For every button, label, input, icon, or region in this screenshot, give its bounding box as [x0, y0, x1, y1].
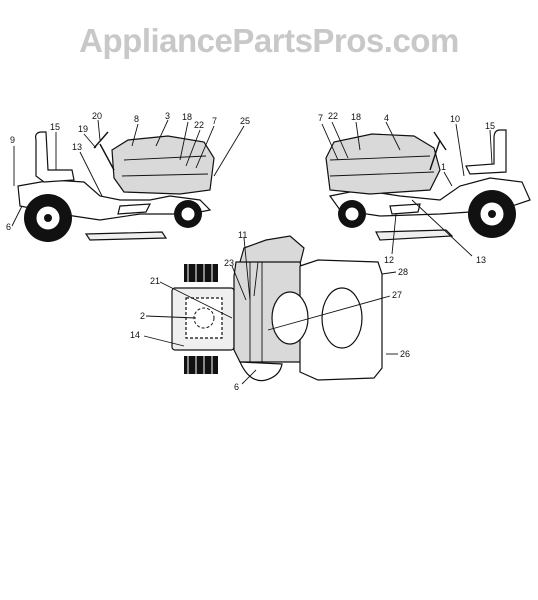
- label-6: 6: [6, 222, 11, 232]
- label-8: 8: [134, 114, 139, 124]
- label-3: 3: [165, 111, 170, 121]
- left-hood: [111, 135, 215, 195]
- right-side-view: 7 22 18 4 10 15 1 12 13: [318, 111, 531, 265]
- top-rear-tire-lower: [184, 356, 218, 374]
- label-7: 7: [318, 113, 323, 123]
- label-9: 9: [10, 135, 15, 145]
- label-15: 15: [485, 121, 495, 131]
- label-28: 28: [398, 267, 408, 277]
- right-mower-deck: [375, 229, 454, 241]
- label-12: 12: [384, 255, 394, 265]
- left-seat: [35, 131, 75, 183]
- label-21: 21: [150, 276, 160, 286]
- left-mower-deck: [84, 231, 168, 241]
- label-20: 20: [92, 111, 102, 121]
- right-hood: [325, 133, 441, 195]
- label-27: 27: [392, 290, 402, 300]
- label-15: 15: [50, 122, 60, 132]
- watermark-text: AppliancePartsPros.com: [79, 22, 459, 59]
- label-18: 18: [351, 112, 361, 122]
- label-11: 11: [238, 230, 247, 240]
- left-steering-wheel: [93, 131, 109, 149]
- label-13: 13: [72, 142, 82, 152]
- top-rear-tire-upper: [184, 264, 218, 282]
- top-engine-cylinder: [271, 291, 309, 345]
- label-4: 4: [384, 113, 389, 123]
- label-10: 10: [450, 114, 460, 124]
- label-6: 6: [234, 382, 239, 392]
- label-2: 2: [140, 311, 145, 321]
- label-7: 7: [212, 116, 217, 126]
- right-seat: [465, 129, 507, 175]
- top-grille-oval: [321, 287, 363, 349]
- left-side-view: 9 15 20 19 8 3 18 22 7 25 13 6: [6, 111, 250, 242]
- label-19: 19: [78, 124, 88, 134]
- label-1: 1: [441, 162, 446, 172]
- top-view: 11 23 28 21 27 2 14 26 6: [130, 230, 410, 392]
- label-22: 22: [194, 120, 204, 130]
- label-13: 13: [476, 255, 486, 265]
- label-23: 23: [224, 258, 234, 268]
- label-22: 22: [328, 111, 338, 121]
- label-25: 25: [240, 116, 250, 126]
- label-26: 26: [400, 349, 410, 359]
- label-14: 14: [130, 330, 140, 340]
- label-18: 18: [182, 112, 192, 122]
